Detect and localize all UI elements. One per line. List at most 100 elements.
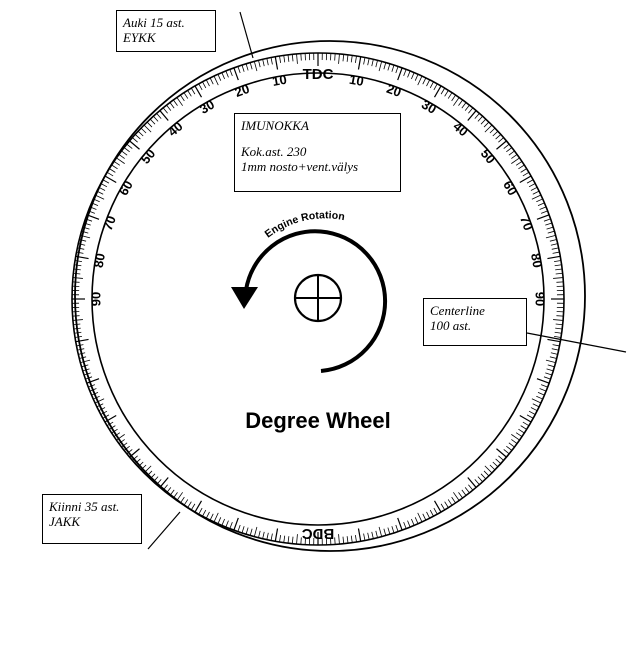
degree-tick [426,79,431,87]
degree-tick [121,150,128,156]
degree-number: 30 [419,97,439,117]
degree-tick [440,503,446,511]
degree-tick [543,218,551,222]
degree-tick [279,55,282,64]
degree-tick [403,521,407,529]
degree-tick [342,54,345,62]
degree-tick [354,534,357,543]
degree-tick [458,99,463,106]
open-annotation-line1: Auki 15 ast. [123,15,185,30]
degree-tick [495,458,502,464]
degree-tick [126,449,133,455]
degree-number: 70 [517,214,536,233]
open-annotation-box: Auki 15 ast. EYKK [116,10,216,52]
degree-tick [78,352,86,355]
degree-tick [429,509,434,517]
scale-inner-circle [91,72,545,526]
degree-tick [100,410,108,415]
degree-tick [78,243,86,246]
degree-tick [532,190,540,195]
degree-tick [543,376,551,380]
degree-tick [477,115,483,122]
degree-tick [96,403,104,408]
degree-tick [102,179,110,184]
degree-tick [474,479,480,485]
degree-tick [433,85,442,98]
degree-tick [111,164,118,170]
degree-tick [274,528,279,542]
degree-tick [498,137,504,143]
degree-tick [551,247,559,250]
degree-tick [129,448,140,458]
degree-tick [153,115,159,122]
degree-tick [76,251,84,254]
degree-tick [86,378,100,384]
wheel-title: Degree Wheel [245,408,391,433]
degree-tick [539,388,547,392]
degree-tick [451,496,456,504]
degree-tick [447,499,453,506]
degree-tick [350,535,353,543]
degree-tick [176,97,183,106]
degree-tick [102,414,110,419]
degree-tick [187,90,192,97]
degree-tick [241,526,245,534]
degree-tick [553,277,564,279]
degree-tick [506,445,513,451]
degree-tick [83,372,91,376]
degree-tick [483,121,490,128]
degree-tick [198,507,203,515]
degree-number: 40 [165,119,186,140]
degree-tick [555,268,563,271]
degree-tick [173,492,178,499]
degree-tick [76,344,84,347]
degree-tick [375,60,378,68]
degree-tick [283,535,286,543]
degree-tick [74,260,83,263]
degree-tick [296,534,298,545]
degree-number: 70 [100,214,119,233]
degree-tick [109,168,116,173]
degree-tick [93,198,100,203]
degree-tick [262,531,265,539]
degree-tick [522,171,530,177]
degree-tick [98,186,106,191]
degree-tick [241,64,245,72]
degree-tick [477,476,483,483]
degree-number: 60 [500,178,520,198]
degree-tick [371,531,374,539]
degree-tick [489,464,496,471]
degree-tick [270,57,273,65]
degree-tick [554,331,562,334]
degree-number: 30 [197,97,217,117]
degree-tick [111,428,118,434]
degree-tick [468,107,474,114]
degree-tick [555,323,563,326]
degree-tick [357,528,362,542]
degree-tick [194,85,203,98]
degree-tick [221,518,225,526]
degree-tick [116,434,125,441]
degree-tick [461,102,467,109]
degree-tick [536,214,550,220]
centerline-annotation-box: Centerline 100 ast. [423,298,527,346]
degree-tick [518,164,525,170]
close-annotation-line2: JAKK [49,514,81,529]
degree-tick [140,127,147,134]
degree-tick [367,58,370,66]
degree-tick [83,222,91,226]
degree-tick [554,264,562,267]
degree-tick [363,57,366,65]
degree-tick [217,74,222,81]
degree-tick [383,528,387,536]
degree-tick [140,464,147,471]
degree-tick [253,526,258,537]
degree-tick [233,67,239,81]
degree-number: 20 [233,81,252,100]
degree-tick [367,532,370,540]
degree-tick [532,403,540,408]
degree-tick [249,62,253,70]
degree-tick [143,465,152,474]
degree-tick [440,87,446,95]
